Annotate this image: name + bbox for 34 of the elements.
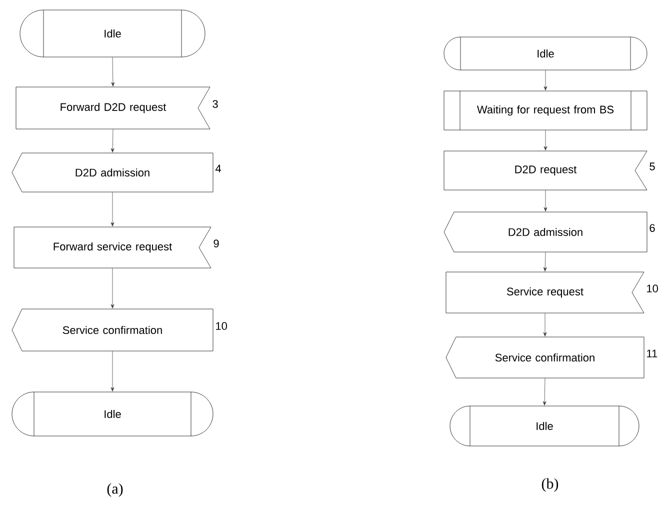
arrow: [542, 378, 546, 406]
send-signal-box: D2D admission: [444, 212, 648, 252]
step-number: 5: [650, 162, 655, 170]
step-number: 10: [647, 284, 658, 292]
step-number: 11: [647, 350, 658, 358]
step-number: 4: [215, 164, 221, 172]
arrow: [544, 130, 548, 150]
receive-signal-box: Service request: [446, 272, 644, 314]
arrow: [110, 268, 114, 308]
subfigure-label: (b): [542, 478, 558, 492]
terminator-box: Idle: [450, 406, 640, 446]
arrow: [110, 129, 114, 152]
terminator-box: Idle: [20, 10, 206, 58]
arrow: [544, 190, 548, 212]
receive-signal-box: D2D request: [444, 150, 648, 190]
step-number: 6: [650, 224, 655, 232]
process-box: Waiting for request from BS: [444, 90, 648, 130]
terminator-box: Idle: [12, 392, 214, 436]
step-number: 10: [216, 322, 227, 330]
arrow: [544, 70, 548, 90]
arrow: [110, 192, 114, 226]
receive-signal-box: Forward service request: [14, 226, 212, 268]
step-number: 9: [214, 240, 219, 248]
terminator-box: Idle: [444, 36, 648, 70]
subfigure-label: (a): [107, 483, 123, 497]
arrow: [111, 57, 115, 86]
arrow: [543, 252, 547, 272]
receive-signal-box: Forward D2D request: [16, 86, 210, 130]
send-signal-box: Service confirmation: [12, 308, 214, 352]
send-signal-box: Service confirmation: [446, 336, 644, 378]
step-number: 3: [212, 100, 218, 108]
arrow: [110, 351, 114, 392]
send-signal-box: D2D admission: [12, 152, 214, 192]
arrow: [543, 313, 547, 336]
